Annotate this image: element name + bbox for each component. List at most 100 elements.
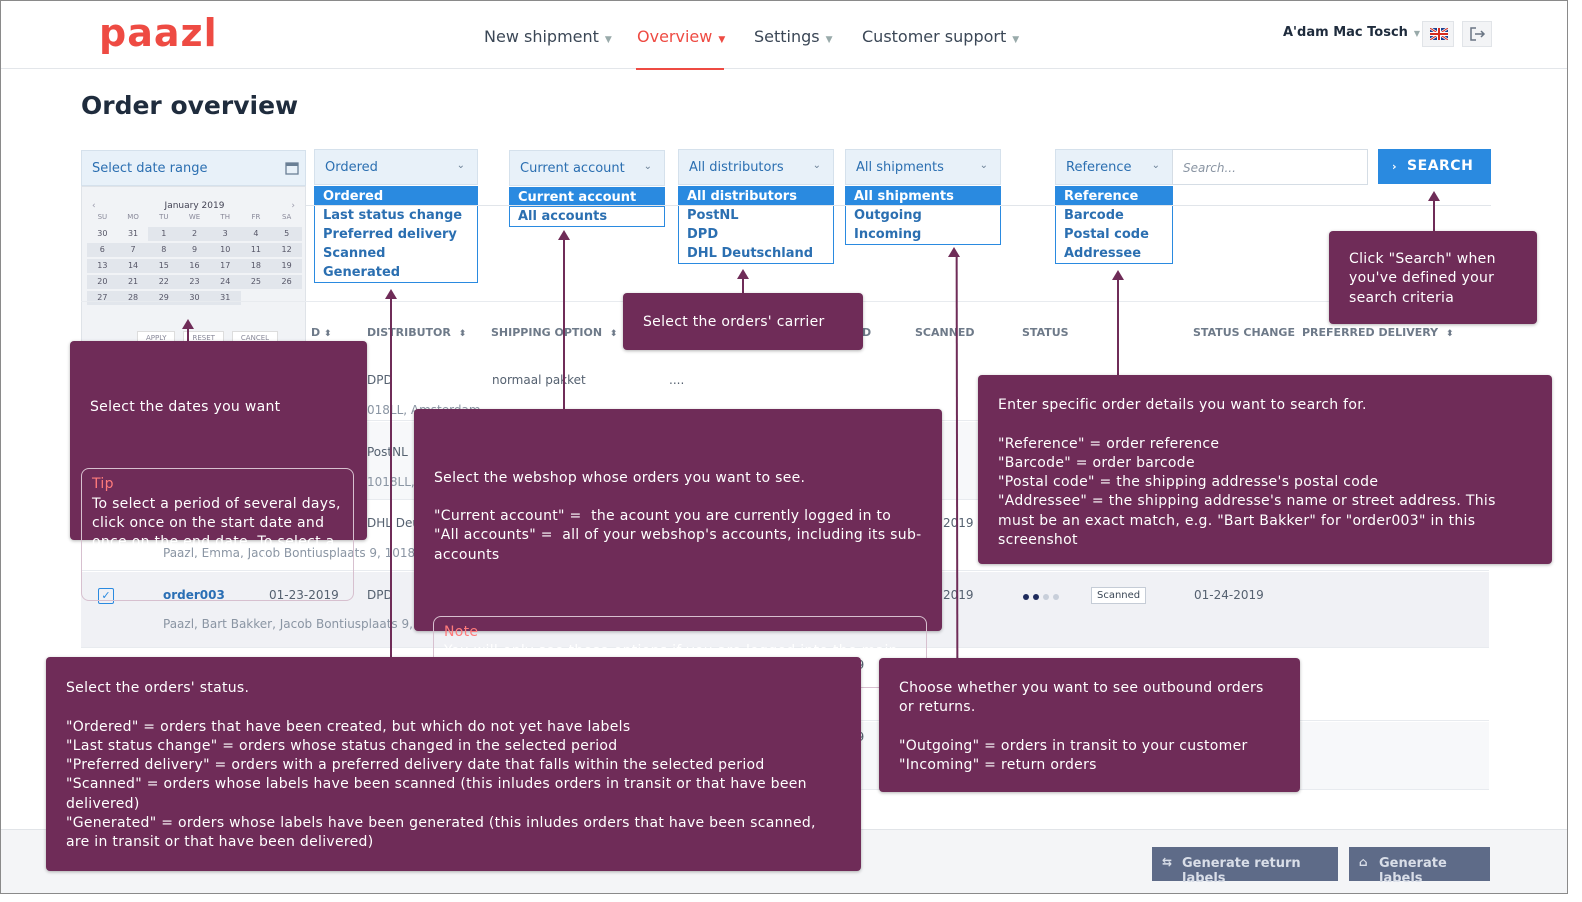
calendar-day[interactable]: 17 (209, 259, 241, 273)
calendar-day[interactable]: 31 (209, 291, 241, 305)
calendar-day[interactable]: 15 (148, 259, 180, 273)
nav-customer-support[interactable]: Customer support▼ (862, 27, 1020, 46)
row4-status-badge: Scanned (1091, 587, 1147, 604)
calendar-day[interactable]: 22 (148, 275, 180, 289)
status-dropdown[interactable]: Ordered⌄ (314, 149, 478, 185)
col-header-date[interactable]: D ⬍ (311, 326, 332, 339)
language-flag-button[interactable] (1422, 21, 1454, 47)
col-header-scanned[interactable]: SCANNED (915, 326, 975, 339)
calendar-day[interactable]: 28 (117, 291, 149, 305)
col-header-status[interactable]: STATUS (1022, 326, 1069, 339)
distributor-option-all[interactable]: All distributors (679, 187, 833, 206)
row4-address: Paazl, Bart Bakker, Jacob Bontiusplaats … (163, 617, 433, 631)
calendar-day[interactable]: 4 (240, 227, 272, 241)
account-dropdown[interactable]: Current account⌄ (509, 150, 665, 186)
status-option-scanned[interactable]: Scanned (323, 246, 386, 261)
calendar-day[interactable]: 8 (148, 243, 180, 257)
nav-overview[interactable]: Overview▼ (637, 27, 726, 46)
calendar-day[interactable]: 19 (271, 259, 302, 273)
generate-return-labels-button[interactable]: ⇆Generate return labels (1152, 847, 1338, 886)
search-option-addressee[interactable]: Addressee (1064, 246, 1142, 261)
calendar-day[interactable]: 13 (87, 259, 118, 273)
search-option-reference[interactable]: Reference (1056, 187, 1172, 206)
next-month-icon[interactable]: › (291, 201, 295, 211)
search-field-dropdown[interactable]: Reference⌄ (1055, 149, 1173, 185)
calendar-month: January 2019 (164, 201, 225, 211)
distributor-option-dpd[interactable]: DPD (687, 227, 719, 242)
calendar-day[interactable]: 16 (179, 259, 210, 273)
generate-labels-button[interactable]: ⌂Generate labels (1349, 847, 1490, 886)
calendar-day[interactable]: 2 (179, 227, 210, 241)
status-option-generated[interactable]: Generated (323, 265, 401, 280)
shipments-dropdown[interactable]: All shipments⌄ (845, 149, 1001, 185)
calendar-day[interactable]: 14 (117, 259, 149, 273)
status-option-ordered[interactable]: Ordered (315, 187, 477, 206)
calendar-day[interactable] (271, 291, 302, 305)
tip-search: Click "Search" when you've defined your … (1329, 231, 1537, 324)
calendar-day[interactable]: 10 (209, 243, 241, 257)
calendar-day[interactable]: 23 (179, 275, 210, 289)
date-range-picker[interactable]: Select date range (81, 150, 306, 186)
prev-month-icon[interactable]: ‹ (92, 201, 96, 211)
calendar-day[interactable]: 9 (179, 243, 210, 257)
user-menu[interactable]: A'dam Mac Tosch▼ (1283, 25, 1421, 40)
calendar-day[interactable]: 25 (240, 275, 272, 289)
search-option-postal-code[interactable]: Postal code (1064, 227, 1149, 242)
calendar-day[interactable]: 7 (117, 243, 149, 257)
distributor-dropdown[interactable]: All distributors⌄ (678, 149, 834, 185)
calendar-day[interactable]: 30 (179, 291, 210, 305)
calendar-day[interactable]: 31 (127, 229, 139, 238)
connector-line (1433, 199, 1435, 233)
calendar-day[interactable]: 5 (271, 227, 302, 241)
row3-distributor: DHL Deu (367, 516, 420, 530)
status-option-preferred-delivery[interactable]: Preferred delivery (323, 227, 457, 242)
nav-settings[interactable]: Settings▼ (754, 27, 833, 46)
calendar-day[interactable]: 29 (148, 291, 180, 305)
calendar-day[interactable]: 12 (271, 243, 302, 257)
calendar-day[interactable]: 20 (87, 275, 118, 289)
calendar-day[interactable]: 18 (240, 259, 272, 273)
weekday: TH (220, 213, 230, 221)
calendar-icon (285, 162, 299, 175)
filter-divider (81, 205, 1491, 206)
search-option-barcode[interactable]: Barcode (1064, 208, 1124, 223)
chevron-down-icon: ▼ (825, 35, 833, 45)
search-input[interactable]: Search... (1172, 149, 1368, 185)
row4-order-link[interactable]: order003 (163, 588, 225, 602)
calendar-day[interactable]: 30 (97, 229, 108, 238)
row4-date: 01-23-2019 (269, 588, 339, 602)
account-option-current[interactable]: Current account (510, 188, 664, 207)
calendar-day[interactable]: 21 (117, 275, 149, 289)
calendar-day[interactable]: 6 (87, 243, 118, 257)
col-header-preferred-delivery[interactable]: PREFERRED DELIVERY ⬍ (1302, 326, 1454, 339)
distributor-option-dhl[interactable]: DHL Deutschland (687, 246, 814, 261)
calendar-day[interactable]: 24 (209, 275, 241, 289)
paazl-logo[interactable]: paazl (99, 11, 218, 55)
col-header-status-change[interactable]: STATUS CHANGE (1193, 326, 1295, 339)
shipments-option-all[interactable]: All shipments (846, 187, 1000, 206)
col-header-shipping-option[interactable]: SHIPPING OPTION ⬍ (491, 326, 618, 339)
status-option-last-status-change[interactable]: Last status change (323, 208, 463, 223)
calendar-day[interactable]: 27 (87, 291, 118, 305)
chevron-right-icon: › (1392, 160, 1398, 173)
col-header-printed[interactable]: D (862, 326, 872, 339)
shipments-option-incoming[interactable]: Incoming (854, 227, 922, 242)
account-option-all[interactable]: All accounts (518, 209, 608, 224)
calendar-day[interactable]: 1 (148, 227, 180, 241)
calendar-weekdays: SU MO TU WE TH FR SA (87, 213, 302, 221)
nav-new-shipment[interactable]: New shipment▼ (484, 27, 612, 46)
col-header-distributor[interactable]: DISTRIBUTOR ⬍ (367, 326, 467, 339)
distributor-option-postnl[interactable]: PostNL (687, 208, 739, 223)
calendar-day[interactable]: 26 (271, 275, 302, 289)
search-button[interactable]: ›SEARCH (1378, 149, 1491, 184)
shipments-option-outgoing[interactable]: Outgoing (854, 208, 922, 223)
connector-line (1117, 278, 1119, 376)
calendar-day[interactable] (241, 291, 272, 305)
row4-checkbox[interactable]: ✓ (98, 588, 114, 604)
chevron-down-icon: ▼ (1012, 35, 1020, 45)
calendar-day[interactable]: 3 (209, 227, 241, 241)
logout-button[interactable] (1462, 21, 1492, 47)
calendar-day[interactable]: 11 (240, 243, 272, 257)
progress-dot (1033, 594, 1039, 600)
